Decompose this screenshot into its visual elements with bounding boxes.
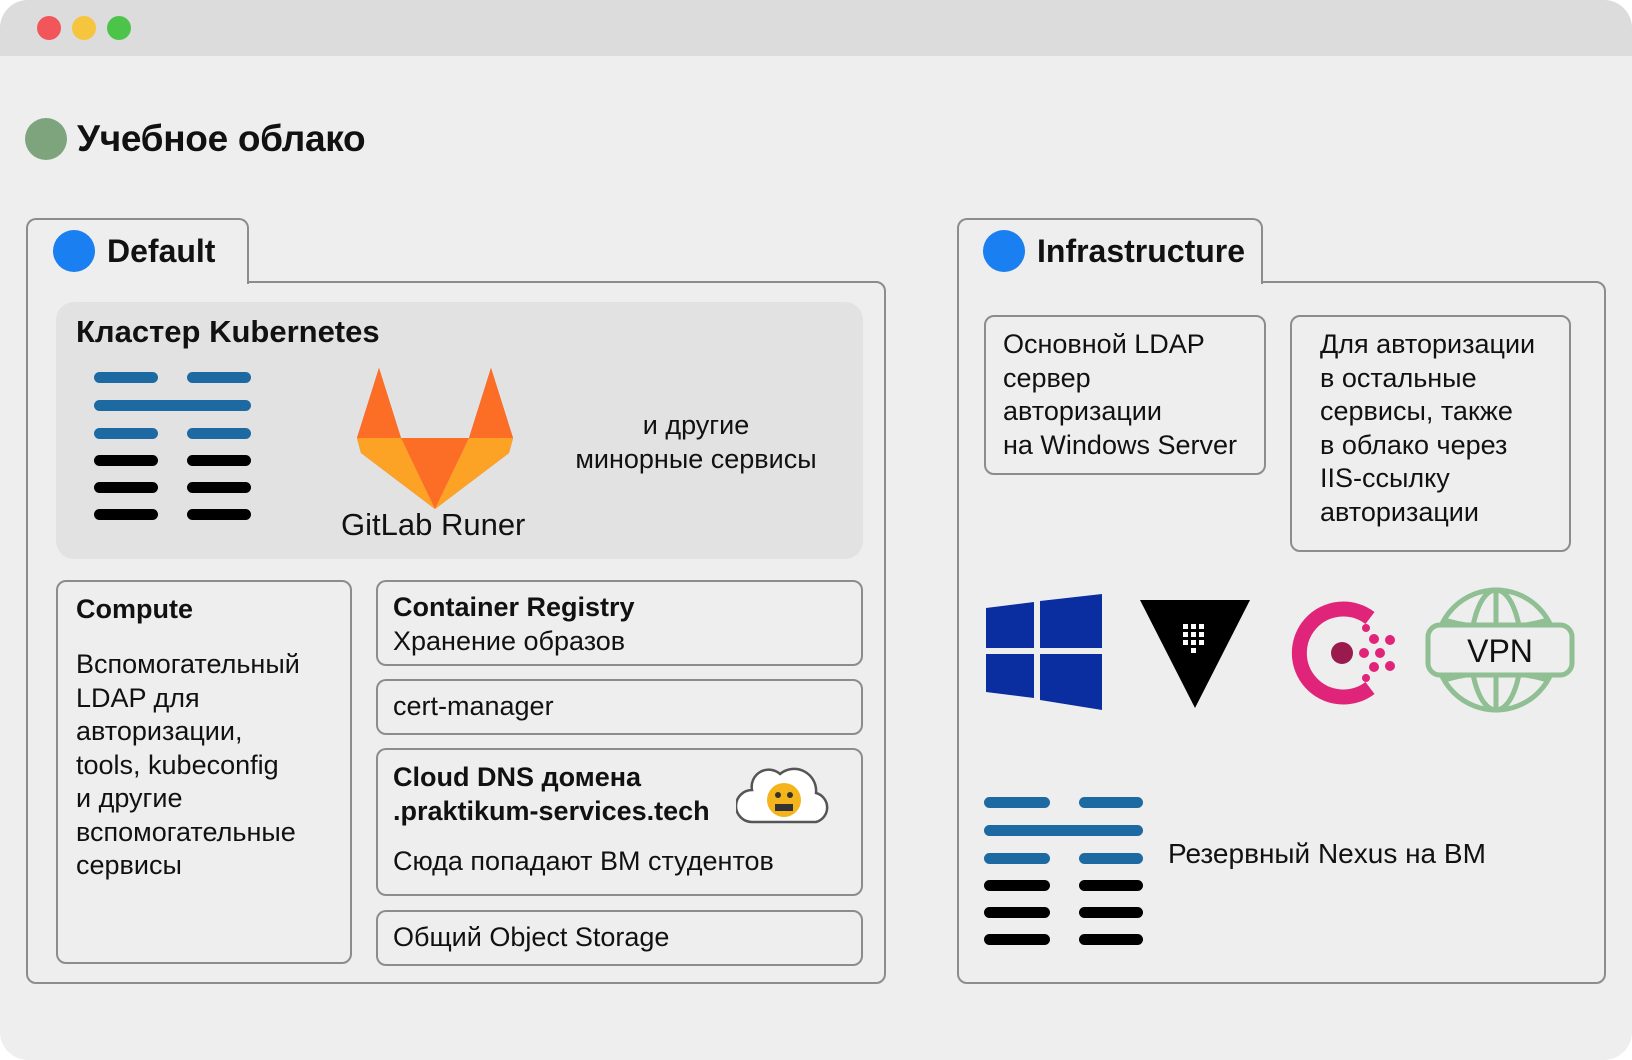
object-storage-label: Общий Object Storage	[393, 922, 670, 952]
ldap-server-card: Основной LDAP сервер авторизации на Wind…	[984, 315, 1266, 475]
compute-line: сервисы	[76, 850, 182, 880]
infrastructure-folder-name: Infrastructure	[1037, 232, 1246, 269]
auth-line: сервисы, также	[1320, 396, 1513, 426]
compute-line: и другие	[76, 783, 183, 813]
infrastructure-folder-header: Infrastructure	[983, 230, 1245, 272]
container-registry-title: Container Registry	[393, 592, 635, 622]
cloud-dns-title-line-2: .praktikum-services.tech	[393, 796, 710, 826]
compute-line: tools, kubeconfig	[76, 749, 279, 780]
compute-card: Compute Вспомогательный LDAP для авториз…	[56, 580, 352, 964]
container-registry-subtitle: Хранение образов	[393, 626, 626, 656]
minor-services-line-2: минорные сервисы	[575, 444, 817, 474]
cloud-status-dot	[25, 118, 67, 160]
ldap-line: на Windows Server	[1003, 429, 1237, 460]
windows-icon	[986, 594, 1102, 710]
nexus-backup-label: Резервный Nexus на ВМ	[1168, 838, 1486, 869]
cloud-heading: Учебное облако	[25, 118, 366, 160]
vpn-globe-icon	[1425, 587, 1575, 713]
default-folder-name: Default	[107, 232, 216, 269]
compute-line: LDAP для	[76, 682, 200, 713]
infrastructure-folder-dot	[983, 230, 1025, 272]
compute-line: авторизации,	[76, 716, 243, 746]
nexus-backup-icon	[984, 797, 1143, 945]
vpn-label: VPN	[1467, 633, 1533, 669]
compute-description: Вспомогательный LDAP для авторизации, to…	[76, 648, 300, 883]
object-storage-card: Общий Object Storage	[376, 910, 863, 966]
minimize-window-button[interactable]	[72, 16, 96, 40]
auth-line: Для авторизации	[1320, 329, 1536, 359]
ldap-server-text: Основной LDAP сервер авторизации на Wind…	[1003, 328, 1237, 462]
ldap-line: Основной LDAP	[1003, 329, 1205, 359]
ldap-line: авторизации	[1003, 396, 1162, 426]
cloud-dns-subtitle: Сюда попадают ВМ студентов	[393, 846, 774, 876]
default-folder-dot	[53, 230, 95, 272]
close-window-button[interactable]	[37, 16, 61, 40]
auth-services-card: Для авторизации в остальные сервисы, так…	[1290, 315, 1571, 552]
gitlab-runner-label: GitLab Runer	[341, 507, 526, 542]
consul-icon	[1291, 601, 1395, 705]
container-registry-card: Container Registry Хранение образов	[376, 580, 863, 666]
default-folder-header: Default	[53, 230, 215, 272]
auth-line: в остальные	[1320, 362, 1477, 393]
auth-line: в облако через	[1320, 429, 1508, 460]
kubernetes-cluster-card: Кластер Kubernetes	[56, 302, 863, 559]
vault-icon	[1140, 600, 1250, 708]
ldap-line: сервер	[1003, 362, 1091, 393]
cert-manager-label: cert-manager	[393, 691, 554, 721]
gitlab-icon	[357, 368, 513, 509]
minor-services-line-1: и другие	[642, 410, 750, 440]
kubernetes-cluster-title: Кластер Kubernetes	[76, 314, 380, 349]
cloud-title: Учебное облако	[77, 118, 366, 159]
auth-line: IIS-ссылку	[1320, 463, 1450, 493]
cloud-robot-icon	[736, 767, 829, 824]
maximize-window-button[interactable]	[107, 16, 131, 40]
compute-line: Вспомогательный	[76, 649, 300, 679]
cloud-dns-title-line-1: Cloud DNS домена	[393, 762, 642, 792]
nexus-icon	[94, 372, 251, 520]
title-bar	[0, 0, 1632, 56]
minor-services-text: и другие минорные сервисы	[556, 408, 836, 476]
compute-line: вспомогательные	[76, 816, 296, 847]
auth-line: авторизации	[1320, 496, 1479, 527]
compute-title: Compute	[76, 594, 193, 624]
cert-manager-card: cert-manager	[376, 679, 863, 735]
auth-services-text: Для авторизации в остальные сервисы, так…	[1320, 328, 1535, 529]
cloud-dns-card: Cloud DNS домена .praktikum-services.tec…	[376, 748, 863, 896]
